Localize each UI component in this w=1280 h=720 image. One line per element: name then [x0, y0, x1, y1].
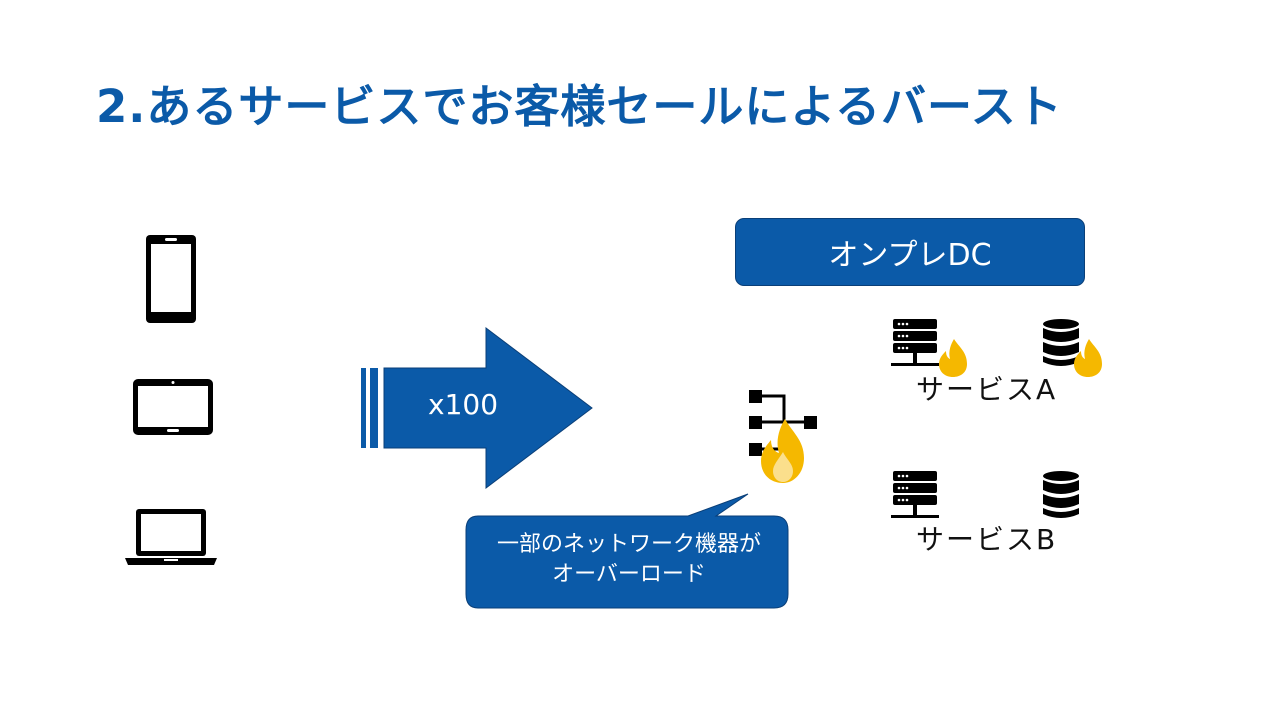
- traffic-arrow: [361, 326, 593, 490]
- network-switch-icon: [749, 390, 817, 456]
- callout-line-2: オーバーロード: [552, 562, 706, 587]
- laptop-icon: [125, 509, 217, 565]
- server-icon: [891, 471, 939, 518]
- callout-line-1: 一部のネットワーク機器が: [496, 532, 761, 557]
- slide-title: 2.あるサービスでお客様セールによるバースト: [96, 80, 1063, 133]
- flame-icon: [939, 339, 967, 377]
- service-b-label: サービスB: [916, 523, 1058, 556]
- overload-callout: [465, 493, 789, 609]
- flame-icon: [761, 419, 804, 483]
- traffic-multiplier-label: x100: [428, 388, 499, 421]
- database-icon: [1043, 471, 1079, 518]
- datacenter-label: オンプレDC: [828, 238, 992, 273]
- server-icon: [891, 319, 939, 366]
- callout-text: 一部のネットワーク機器が オーバーロード: [470, 530, 788, 590]
- flame-icon: [1074, 339, 1102, 377]
- smartphone-icon: [146, 235, 196, 323]
- datacenter-box: オンプレDC: [735, 218, 1085, 286]
- database-icon: [1043, 319, 1079, 366]
- tablet-icon: [133, 379, 213, 435]
- service-a-label: サービスA: [916, 373, 1058, 406]
